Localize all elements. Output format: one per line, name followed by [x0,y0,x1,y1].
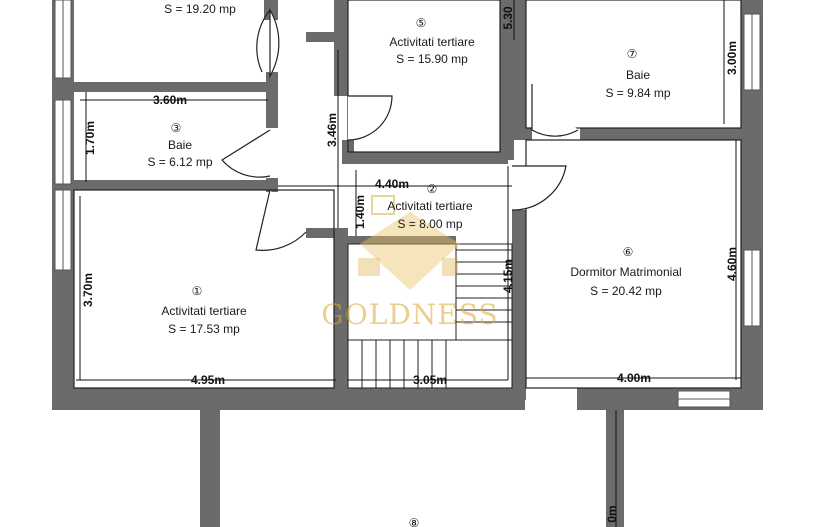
room1-name: Activitati tertiare [161,304,247,318]
walls [52,0,763,527]
room3-number: ③ [171,121,182,135]
wall-h-room2-bottom [348,236,456,244]
dim-3-05: 3.05m [413,373,447,387]
room3-name: Baie [168,138,192,152]
door-top-left [269,7,280,79]
wall-ext-right [606,410,624,527]
dim-1-40: 1.40m [353,195,367,229]
outline-room1 [73,189,335,389]
room3-area: S = 6.12 mp [147,155,212,169]
room5-name: Activitati tertiare [389,35,475,49]
dimension-labels: 3.60m 4.40m 4.95m 3.05m 4.00m 5.30 3.00m… [81,6,739,523]
doors [221,7,579,251]
stair-box [347,243,513,389]
wall-v-corridor-mid [266,72,278,128]
stairs [347,243,513,389]
wall-v-room7-left [514,0,526,140]
outline-room7 [525,0,742,129]
room-topleft-area: S = 19.20 mp [164,2,236,16]
room1-number: ① [192,284,203,298]
outline-room5 [347,0,501,153]
room8-number: ⑧ [409,516,420,527]
wall-ext-left [200,410,220,527]
door-bath3 [221,129,271,178]
room6-number: ⑥ [623,245,634,259]
door-room1 [255,189,307,251]
wall-stub-room1 [306,228,348,238]
room2-name: Activitati tertiare [387,199,473,213]
door-room5 [347,95,393,141]
wall-h-top-bath3 [74,82,270,92]
room6-area: S = 20.42 mp [590,284,662,298]
dim-4-15: 4.15m [501,259,515,293]
dim-3-60: 3.60m [153,93,187,107]
watermark-text: GOLDNESS [321,298,498,331]
dimension-lines [76,0,741,527]
wall-v-room5-left [334,0,348,96]
room-outlines [73,0,742,389]
room7-area: S = 9.84 mp [605,86,670,100]
room6-name: Dormitor Matrimonial [570,265,681,279]
wall-v-stairs-right [512,210,526,400]
room2-number: ② [427,182,438,196]
outline-room6 [525,139,742,389]
dim-4-40: 4.40m [375,177,409,191]
dim-3-70: 3.70m [81,273,95,307]
wall-h-room5-bottom [342,152,508,164]
wall-v-corridor-low [266,178,278,192]
dim-bottom: 0m [605,505,619,522]
dim-4-60: 4.60m [725,247,739,281]
wall-v-room5-room7 [500,0,514,160]
door-room7 [531,84,579,137]
wall-bottom-left [52,388,525,410]
wall-room7-stub [514,128,532,140]
watermark-logo: GOLDNESS [321,195,498,331]
room2-area: S = 8.00 mp [397,217,462,231]
watermark-diamond [360,212,460,290]
dim-4-95: 4.95m [191,373,225,387]
dim-4-00: 4.00m [617,371,651,385]
wall-v-room1-right [334,230,348,400]
room7-name: Baie [626,68,650,82]
wall-h-bath3-room1 [74,180,270,190]
door-room6 [511,165,567,211]
room-labels: S = 19.20 mp ⑤ Activitati tertiare S = 1… [147,2,681,527]
room5-area: S = 15.90 mp [396,52,468,66]
wall-v-corridor-top [264,0,278,20]
room1-area: S = 17.53 mp [168,322,240,336]
windows [54,0,761,408]
dim-5-30: 5.30 [501,6,515,30]
wall-h-room7-bottom [580,128,741,140]
wall-stub-top [306,32,346,42]
room7-number: ⑦ [627,47,638,61]
room5-number: ⑤ [416,16,427,30]
dim-1-70: 1.70m [83,121,97,155]
dim-3-46: 3.46m [325,113,339,147]
dim-3-00: 3.00m [725,41,739,75]
